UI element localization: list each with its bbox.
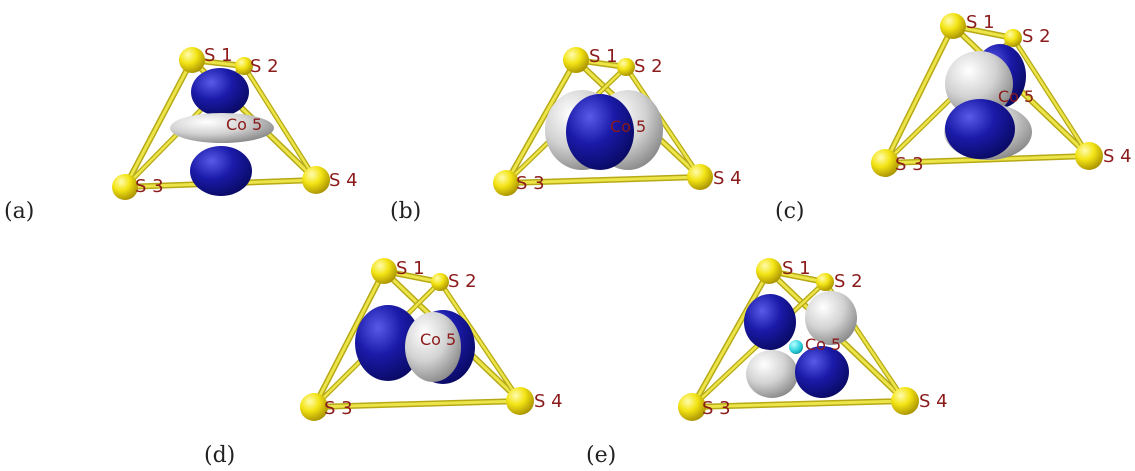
- atom-labels: S 1 S 2 S 3 S 4 Co 5: [702, 258, 948, 419]
- panel-d: S 1 S 2 S 3 S 4 Co 5 (d): [204, 258, 563, 468]
- panel-letter: (c): [775, 199, 805, 224]
- atom-s1: [179, 47, 205, 73]
- atom-labels: S 1 S 2 S 3 S 4 Co 5: [895, 12, 1132, 175]
- atom-s4: [506, 387, 534, 415]
- panel-letter: (d): [204, 443, 235, 468]
- label-s4: S 4: [534, 391, 563, 412]
- atom-s1: [940, 13, 966, 39]
- atom-s3: [678, 393, 706, 421]
- label-s1: S 1: [396, 258, 425, 279]
- panel-c: S 1 S 2 S 3 S 4 Co 5 (c): [775, 12, 1132, 224]
- atom-s4: [687, 164, 713, 190]
- label-co5: Co 5: [610, 117, 646, 136]
- orbital-dxy: [355, 305, 475, 384]
- atom-s3: [300, 393, 328, 421]
- atoms: [112, 47, 330, 200]
- atom-s2: [816, 273, 834, 291]
- panel-letter: (b): [390, 199, 421, 224]
- label-co5: Co 5: [805, 335, 841, 354]
- atom-labels: S 1 S 2 S 3 S 4 Co 5: [324, 258, 563, 419]
- atom-labels: S 1 S 2 S 3 S 4 Co 5: [516, 46, 742, 194]
- label-s2: S 2: [1022, 26, 1051, 47]
- atoms: [493, 47, 713, 196]
- panel-a: S 1 S 2 S 3 S 4 Co 5 (a): [4, 45, 358, 224]
- panel-b: S 1 S 2 S 3 S 4 Co 5 (b): [390, 46, 742, 224]
- orbital-dxz: [545, 90, 663, 170]
- label-s3: S 3: [135, 176, 164, 197]
- panel-e: S 1 S 2 S 3 S 4 Co 5 (e): [586, 258, 948, 468]
- atom-labels: S 1 S 2 S 3 S 4 Co 5: [135, 45, 358, 197]
- orbital-dyz: [944, 44, 1032, 160]
- label-co5: Co 5: [998, 87, 1034, 106]
- atom-s3: [871, 149, 899, 177]
- atom-s1: [371, 258, 397, 284]
- atom-s2: [1004, 29, 1022, 47]
- label-co5: Co 5: [226, 115, 262, 134]
- label-s4: S 4: [1103, 146, 1132, 167]
- panel-letter: (e): [586, 443, 616, 468]
- atom-s3: [493, 170, 519, 196]
- label-s4: S 4: [713, 168, 742, 189]
- atom-s1: [563, 47, 589, 73]
- label-s3: S 3: [516, 173, 545, 194]
- label-s4: S 4: [919, 391, 948, 412]
- label-s2: S 2: [448, 271, 477, 292]
- label-s1: S 1: [589, 46, 618, 67]
- atom-s4: [1075, 142, 1103, 170]
- tetrahedron-bonds: [689, 268, 908, 410]
- panel-letter: (a): [4, 199, 34, 224]
- label-s1: S 1: [782, 258, 811, 279]
- atom-s2: [235, 57, 253, 75]
- atoms: [871, 13, 1103, 177]
- label-s4: S 4: [329, 170, 358, 191]
- atom-s4: [891, 387, 919, 415]
- atoms: [300, 258, 534, 421]
- atom-s1: [756, 258, 782, 284]
- atoms: [678, 258, 919, 421]
- label-s3: S 3: [324, 398, 353, 419]
- label-s1: S 1: [966, 12, 995, 33]
- atom-s2: [431, 273, 449, 291]
- orbital-dz2: [170, 68, 274, 196]
- center-atom: [789, 340, 803, 354]
- label-s3: S 3: [702, 398, 731, 419]
- label-s2: S 2: [634, 56, 663, 77]
- label-s2: S 2: [834, 271, 863, 292]
- label-s1: S 1: [204, 45, 233, 66]
- atom-s4: [302, 166, 330, 194]
- orbital-dx2-y2: [744, 291, 857, 398]
- label-s3: S 3: [895, 154, 924, 175]
- atom-s3: [112, 174, 138, 200]
- atom-s2: [617, 58, 635, 76]
- label-s2: S 2: [250, 56, 279, 77]
- label-co5: Co 5: [420, 330, 456, 349]
